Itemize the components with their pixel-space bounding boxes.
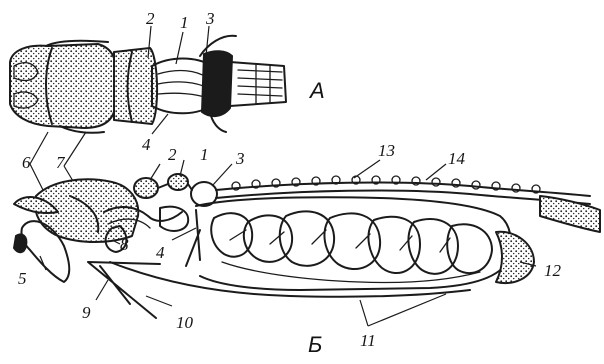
label-1-bottom: 1 (200, 145, 209, 164)
view-label-a: А (308, 78, 325, 103)
label-11: 11 (360, 331, 376, 350)
tail-tip (540, 196, 600, 232)
gland-4 (160, 207, 188, 231)
label-9: 9 (82, 303, 91, 322)
ventral-line (110, 262, 470, 297)
leader-13 (354, 160, 380, 178)
posterior-lobe (496, 232, 534, 283)
spine-9 (88, 262, 160, 318)
label-7: 7 (56, 153, 66, 172)
thorax-segment (114, 48, 157, 124)
leader-11 (360, 294, 446, 326)
ganglion-1 (168, 174, 188, 190)
leader-4b (172, 228, 196, 240)
leader-10 (146, 296, 172, 306)
leader-6 (30, 132, 48, 192)
label-4-bottom: 4 (156, 243, 165, 262)
label-3-bottom: 3 (235, 149, 245, 168)
label-6: 6 (22, 153, 31, 172)
label-1-top: 1 (180, 13, 189, 32)
tail-lines (238, 64, 282, 104)
mouth-hook (14, 234, 26, 252)
rear-dark-part (202, 51, 232, 116)
dorsal-view: 2 1 3 4 А (10, 9, 325, 154)
leader-9 (96, 280, 108, 300)
leader-3b (212, 164, 232, 186)
label-10: 10 (176, 313, 194, 332)
label-3-top: 3 (205, 9, 215, 28)
leader-2b (150, 164, 160, 180)
label-14: 14 (448, 149, 466, 168)
ganglion-2 (134, 178, 158, 198)
label-13: 13 (378, 141, 395, 160)
label-5: 5 (18, 269, 27, 288)
gut-loops (211, 211, 492, 282)
label-12: 12 (544, 261, 562, 280)
label-8: 8 (120, 235, 129, 254)
tail-segments (230, 62, 286, 106)
head-capsule (10, 44, 116, 128)
label-2-bottom: 2 (168, 145, 177, 164)
organ-striations (158, 71, 208, 98)
label-4-top: 4 (142, 135, 151, 154)
label-2-top: 2 (146, 9, 155, 28)
view-label-b: Б (308, 332, 322, 357)
lateral-view: 6 7 2 1 3 13 14 8 4 5 9 10 12 11 Б (14, 132, 600, 357)
